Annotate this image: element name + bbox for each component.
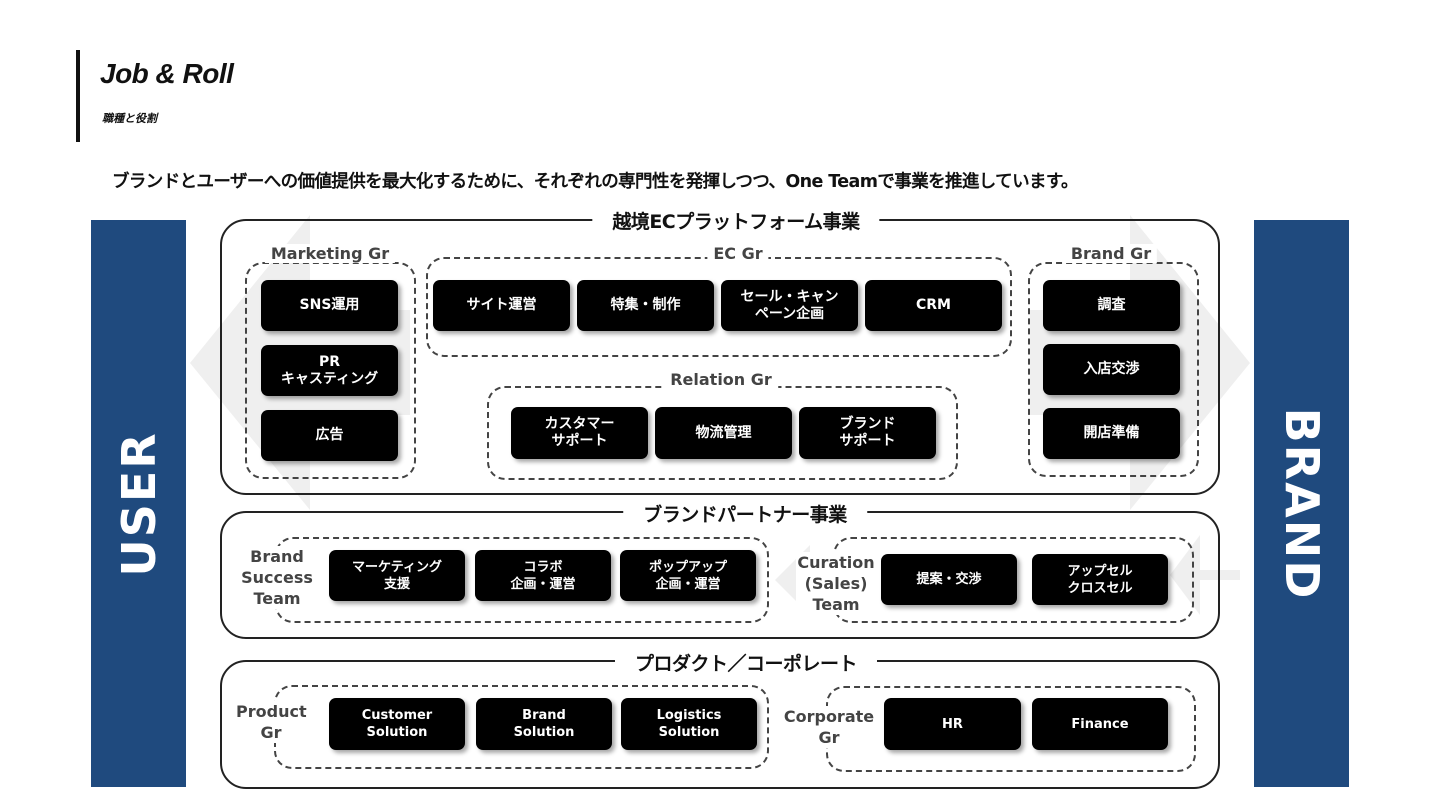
marketing-group-title: Marketing Gr [264, 244, 396, 263]
small-left-arrow [1170, 535, 1240, 615]
customer-support-box: カスタマー サポート [511, 407, 648, 459]
product-group-title: Product Gr [236, 701, 307, 743]
logistics-solution-box: Logistics Solution [621, 698, 757, 750]
research-box: 調査 [1043, 280, 1180, 331]
brand-group [1028, 262, 1199, 477]
opening-prep-box: 開店準備 [1043, 408, 1180, 459]
page-title: Job & Roll [100, 58, 234, 89]
proposal-negotiation-box: 提案・交渉 [881, 554, 1017, 605]
brand-group-title: Brand Gr [1064, 244, 1158, 263]
collab-planning-box: コラボ 企画・運営 [475, 550, 611, 601]
site-operation-box: サイト運営 [433, 280, 570, 331]
finance-box: Finance [1032, 698, 1168, 750]
marketing-group [245, 262, 416, 479]
store-negotiation-box: 入店交渉 [1043, 344, 1180, 395]
brand-bar: BRAND [1254, 220, 1349, 787]
crm-box: CRM [865, 280, 1002, 331]
product-corporate-title: プロダクト／コーポレート [614, 649, 878, 676]
pr-casting-box: PR キャスティング [261, 345, 398, 396]
page-subtitle: 職種と役割 [102, 112, 157, 125]
sale-campaign-box: セール・キャン ペーン企画 [721, 280, 858, 331]
user-label: USER [111, 430, 166, 577]
marketing-support-box: マーケティング 支援 [329, 550, 465, 601]
brand-support-box: ブランド サポート [799, 407, 936, 459]
ec-platform-title: 越境ECプラットフォーム事業 [592, 207, 880, 234]
ads-box: 広告 [261, 410, 398, 461]
header-accent-bar [76, 50, 80, 142]
lead-text: ブランドとユーザーへの価値提供を最大化するために、それぞれの専門性を発揮しつつ、… [112, 172, 1079, 192]
logistics-management-box: 物流管理 [655, 407, 792, 459]
relation-group-title: Relation Gr [664, 370, 778, 389]
user-bar: USER [91, 220, 186, 787]
ec-group-title: EC Gr [707, 244, 769, 263]
hr-box: HR [884, 698, 1021, 750]
brand-partner-title: ブランドパートナー事業 [623, 500, 867, 527]
sns-box: SNS運用 [261, 280, 398, 331]
corporate-group-title: Corporate Gr [783, 706, 875, 748]
popup-planning-box: ポップアップ 企画・運営 [620, 550, 756, 601]
brand-label: BRAND [1274, 407, 1329, 600]
customer-solution-box: Customer Solution [329, 698, 465, 750]
brand-success-title: Brand Success Team [240, 546, 314, 609]
upsell-crosssell-box: アップセル クロスセル [1032, 554, 1168, 605]
feature-production-box: 特集・制作 [577, 280, 714, 331]
brand-solution-box: Brand Solution [476, 698, 612, 750]
curation-title: Curation (Sales) Team [796, 552, 876, 615]
